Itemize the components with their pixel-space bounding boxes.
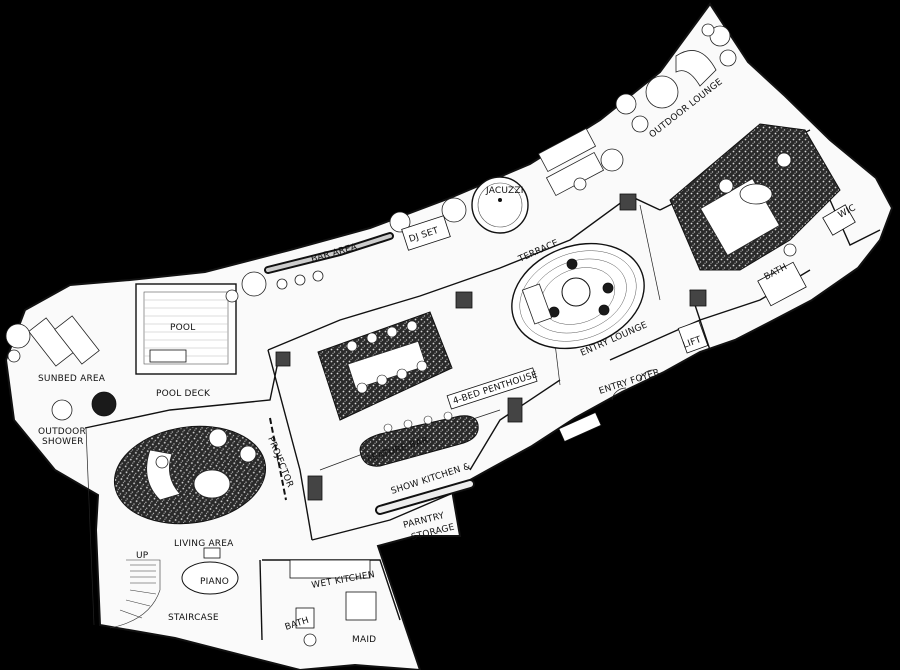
sunbeds	[5, 315, 100, 367]
outdoor-bar	[264, 232, 394, 290]
pool	[135, 283, 237, 375]
label-outdoor-shower-line1: OUTDOOR	[38, 427, 86, 437]
living-area	[113, 425, 267, 525]
projector-screen	[269, 417, 287, 501]
jacuzzi	[471, 176, 529, 234]
structural-columns	[275, 193, 707, 501]
outdoor-lounge-furniture	[615, 50, 717, 133]
entry-lounge	[511, 242, 645, 350]
piano-bench	[203, 547, 221, 559]
label-piano: PIANO	[200, 577, 229, 587]
entry-foyer-doors	[558, 369, 655, 443]
feature-bar	[359, 411, 479, 467]
outdoor-shower	[51, 399, 73, 421]
label-outdoor-shower-line2: SHOWER	[42, 437, 84, 447]
dining-table	[317, 311, 453, 421]
label-pool-deck: POOL DECK	[156, 389, 211, 399]
planters	[225, 23, 737, 303]
staircase	[109, 559, 161, 629]
master-bedroom	[669, 123, 841, 271]
label-up: UP	[136, 551, 149, 561]
label-sunbed-area: SUNBED AREA	[38, 374, 106, 384]
lift	[677, 320, 709, 354]
label-living-area: LIVING AREA	[174, 539, 234, 549]
master-bath	[757, 204, 856, 307]
piano	[181, 561, 239, 595]
label-maid: MAID	[352, 635, 376, 645]
label-jacuzzi: JACUZZI	[485, 186, 524, 196]
dj-set	[401, 215, 451, 251]
service-rooms	[289, 559, 377, 647]
label-staircase: STAIRCASE	[168, 613, 219, 623]
label-pool: POOL	[170, 323, 195, 333]
planter	[91, 391, 117, 417]
loungers	[537, 127, 605, 197]
